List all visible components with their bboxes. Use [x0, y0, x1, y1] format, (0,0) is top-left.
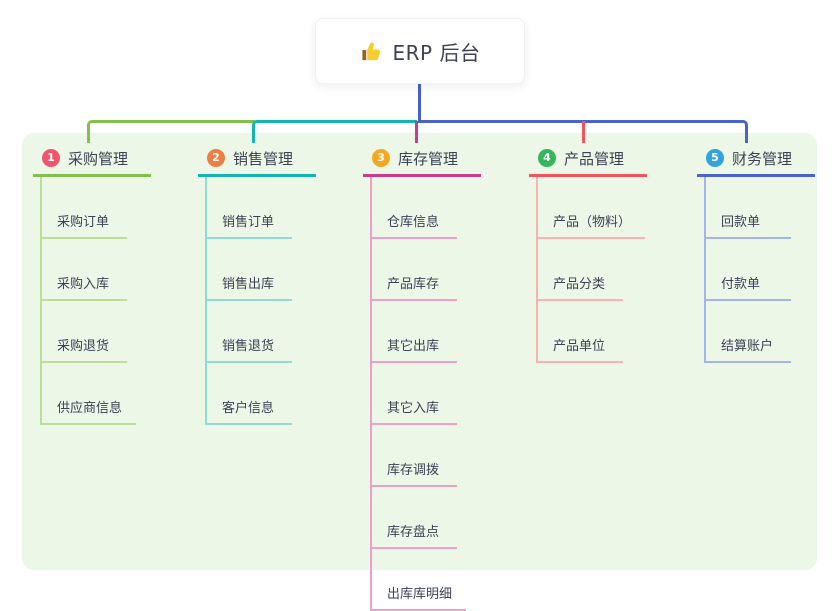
branch-采购管理: 1 采购管理采购订单采购入库采购退货供应商信息 [33, 146, 151, 425]
child-node[interactable]: 销售出库 [207, 239, 292, 301]
branch-children: 产品（物料）产品分类产品单位 [536, 177, 646, 363]
root-connector-line [418, 82, 421, 123]
child-node[interactable]: 产品（物料） [538, 177, 646, 239]
child-node[interactable]: 出库库明细 [372, 549, 467, 611]
child-node[interactable]: 结算账户 [706, 301, 791, 363]
branch-connector-line [87, 120, 255, 143]
branch-销售管理: 2 销售管理销售订单销售出库销售退货客户信息 [198, 146, 316, 425]
branch-label: 销售管理 [233, 149, 294, 168]
child-node[interactable]: 客户信息 [207, 363, 292, 425]
branch-children: 采购订单采购入库采购退货供应商信息 [40, 177, 137, 425]
branch-children: 回款单付款单结算账户 [704, 177, 791, 363]
branch-number-badge: 5 [706, 149, 724, 167]
branch-label: 财务管理 [732, 149, 793, 168]
branch-number-badge: 4 [538, 149, 556, 167]
branch-label: 采购管理 [68, 149, 129, 168]
child-node[interactable]: 产品单位 [538, 301, 623, 363]
child-node[interactable]: 其它入库 [372, 363, 457, 425]
branch-header-3[interactable]: 3 库存管理 [363, 146, 481, 177]
branch-header-5[interactable]: 5 财务管理 [697, 146, 815, 177]
child-node[interactable]: 产品库存 [372, 239, 457, 301]
child-node[interactable]: 产品分类 [538, 239, 623, 301]
branch-库存管理: 3 库存管理仓库信息产品库存其它出库其它入库库存调拨库存盘点出库库明细 [363, 146, 481, 611]
branch-connector-line [582, 121, 585, 143]
child-node[interactable]: 付款单 [706, 239, 791, 301]
child-node[interactable]: 供应商信息 [42, 363, 137, 425]
thumbs-up-icon [360, 40, 383, 63]
child-node[interactable]: 仓库信息 [372, 177, 457, 239]
child-node[interactable]: 库存调拨 [372, 425, 457, 487]
branch-connector-line [252, 120, 417, 143]
branch-label: 产品管理 [564, 149, 625, 168]
child-node[interactable]: 回款单 [706, 177, 791, 239]
branch-number-badge: 1 [42, 149, 60, 167]
branches-panel [22, 133, 817, 570]
child-node[interactable]: 其它出库 [372, 301, 457, 363]
branch-number-badge: 2 [207, 149, 225, 167]
child-node[interactable]: 采购订单 [42, 177, 127, 239]
child-node[interactable]: 库存盘点 [372, 487, 457, 549]
branch-connector-line [415, 121, 418, 143]
branch-header-4[interactable]: 4 产品管理 [529, 146, 647, 177]
child-node[interactable]: 销售退货 [207, 301, 292, 363]
branch-children: 仓库信息产品库存其它出库其它入库库存调拨库存盘点出库库明细 [370, 177, 467, 611]
branch-label: 库存管理 [398, 149, 459, 168]
root-title: ERP 后台 [392, 40, 481, 65]
branch-产品管理: 4 产品管理产品（物料）产品分类产品单位 [529, 146, 647, 363]
branch-财务管理: 5 财务管理回款单付款单结算账户 [697, 146, 815, 363]
branch-children: 销售订单销售出库销售退货客户信息 [205, 177, 292, 425]
child-node[interactable]: 销售订单 [207, 177, 292, 239]
branch-header-1[interactable]: 1 采购管理 [33, 146, 151, 177]
branch-header-2[interactable]: 2 销售管理 [198, 146, 316, 177]
child-node[interactable]: 采购退货 [42, 301, 127, 363]
child-node[interactable]: 采购入库 [42, 239, 127, 301]
root-node[interactable]: ERP 后台 [315, 18, 525, 84]
branch-number-badge: 3 [372, 149, 390, 167]
